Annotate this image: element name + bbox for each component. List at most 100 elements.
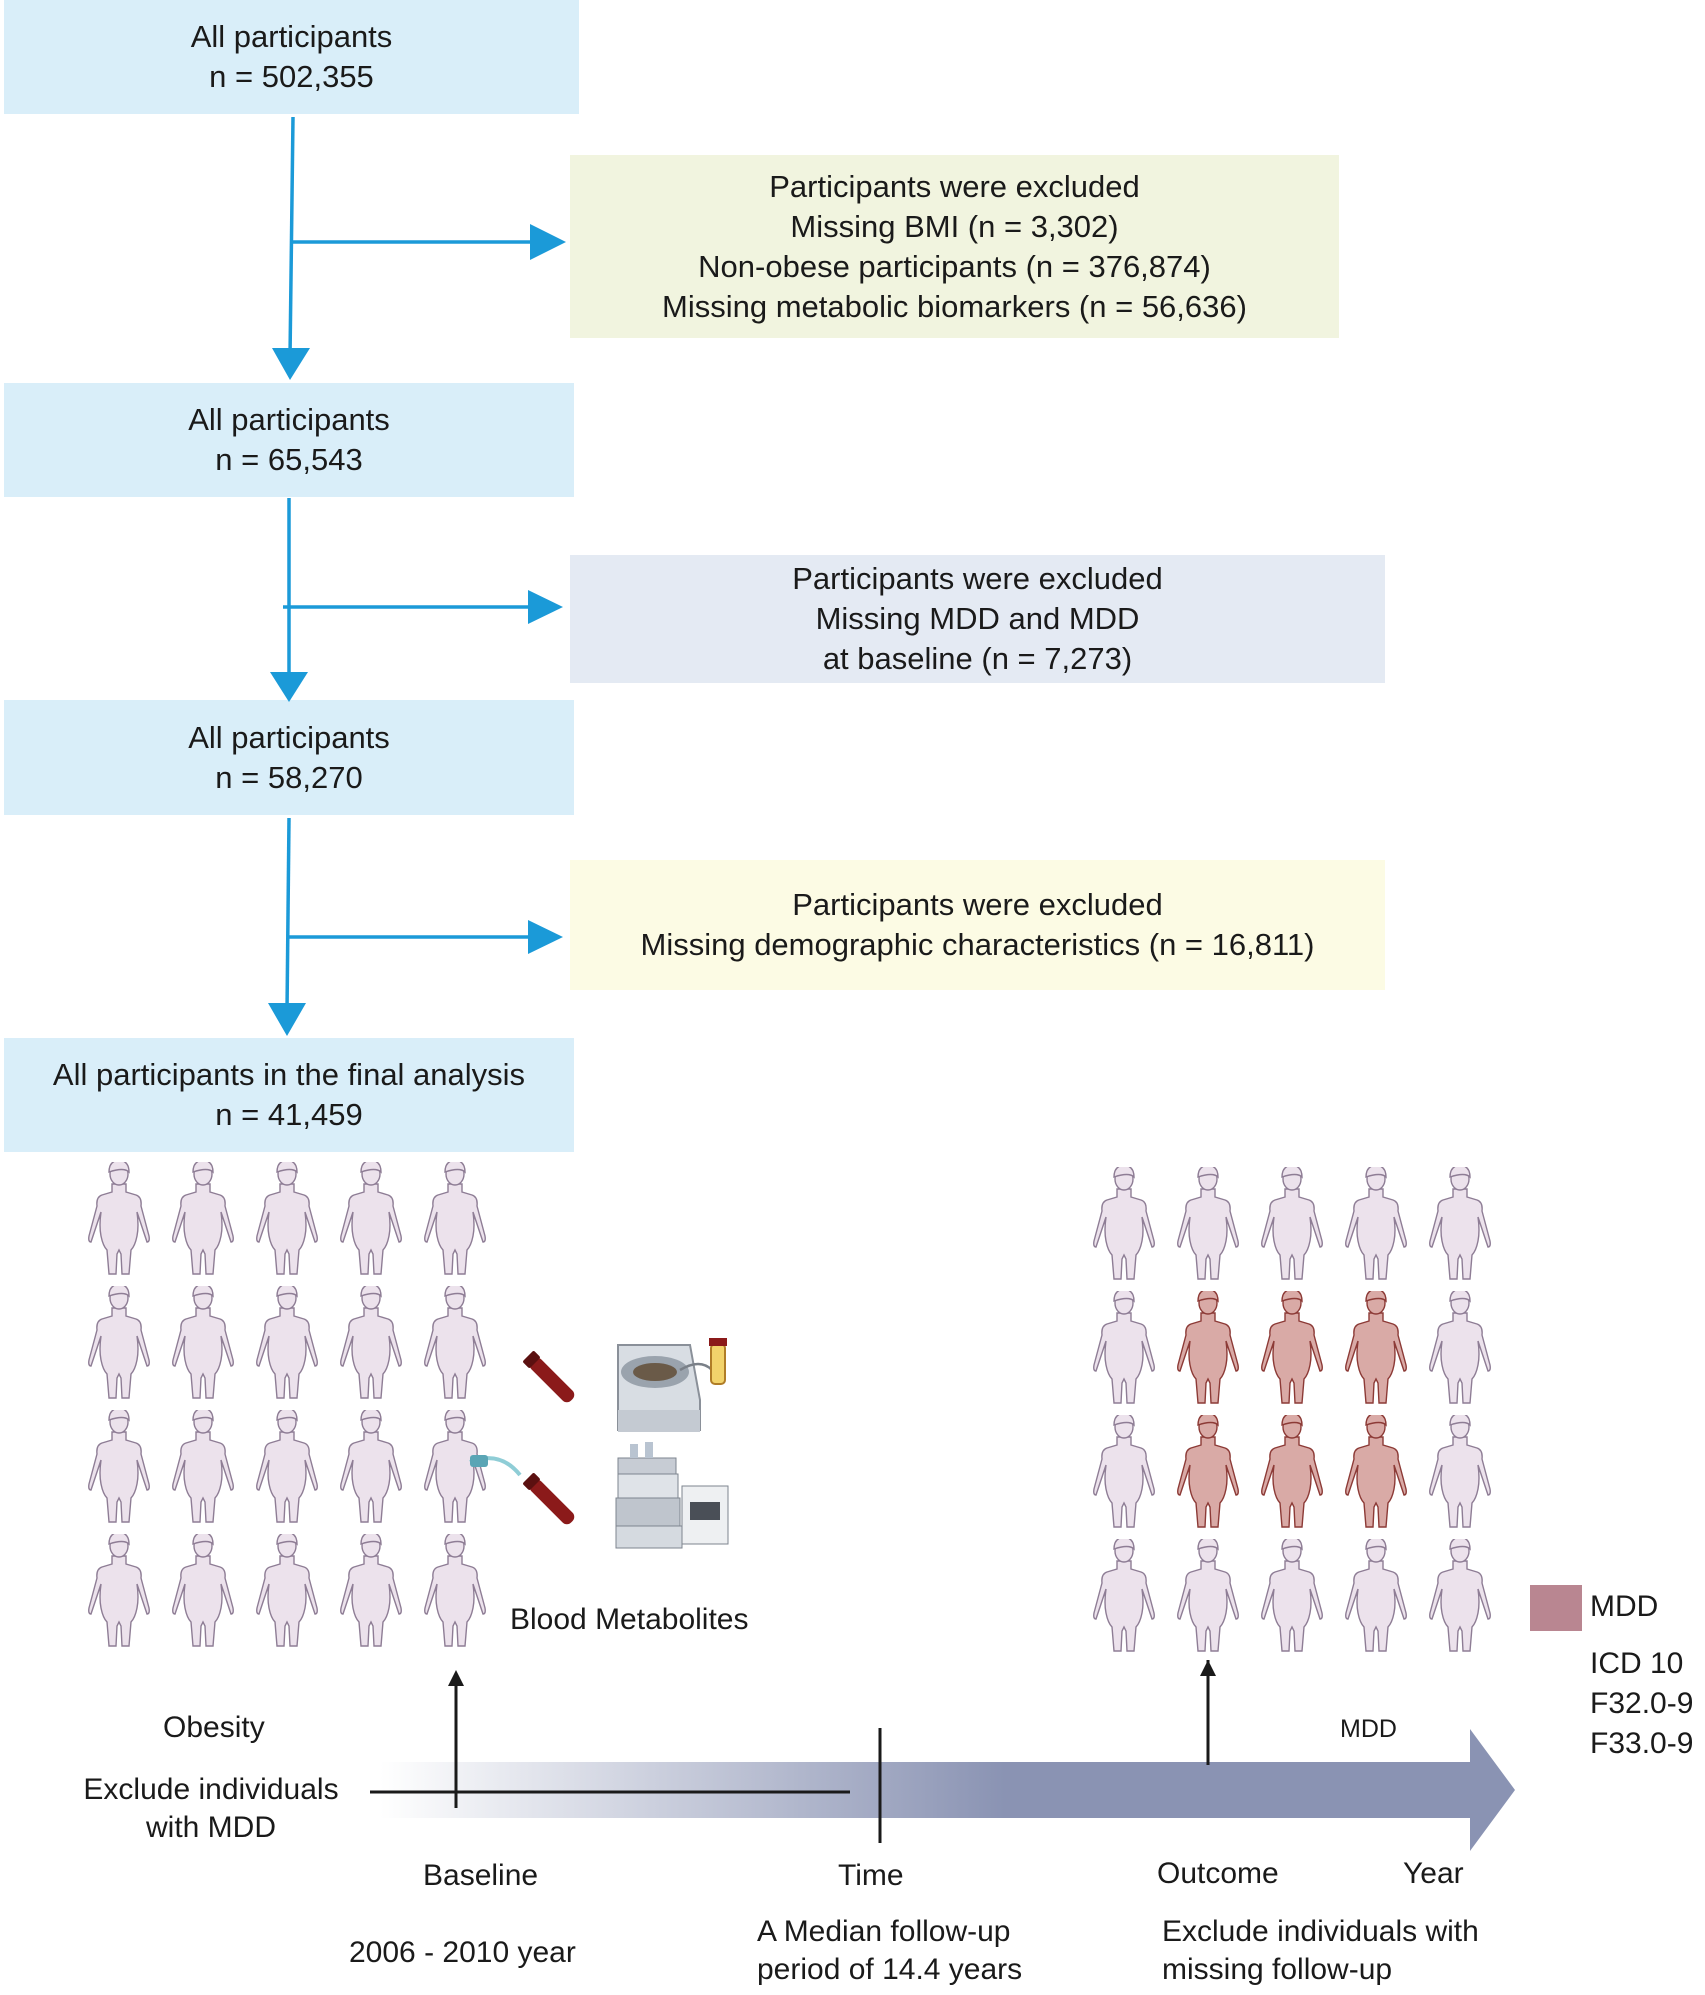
person-icon (171, 1162, 235, 1275)
flow-arrow-down-3 (285, 817, 291, 1013)
participants-box-3-count: n = 58,270 (215, 759, 363, 795)
followup-line1: A Median follow-up (757, 1915, 1011, 1948)
person-icon (171, 1286, 235, 1399)
arrowhead-down-2 (270, 672, 308, 702)
time-label: Time (838, 1859, 904, 1892)
legend-mdd-label: MDD (1590, 1590, 1659, 1623)
participants-box-2: All participants n = 65,543 (4, 383, 574, 497)
person-icon (423, 1162, 487, 1275)
timeline-arrow (370, 1660, 1515, 1851)
exclusion-box-1-title: Participants were excluded (769, 168, 1140, 204)
person-icon (87, 1410, 151, 1523)
exclusion-box-3-title: Participants were excluded (792, 887, 1163, 922)
person-icon (1260, 1539, 1324, 1652)
person-mdd-icon (1176, 1291, 1240, 1404)
exclude-mdd-line2: with MDD (145, 1811, 276, 1844)
year-label: Year (1403, 1857, 1464, 1890)
exclusion-box-2-baseline: at baseline (n = 7,273) (822, 641, 1133, 676)
legend-icd-line1: ICD 10 (1590, 1647, 1684, 1680)
person-icon (423, 1534, 487, 1647)
obesity-label: Obesity (163, 1711, 265, 1744)
exclude-followup-label: Exclude individuals with missing follow-… (1162, 1913, 1479, 1989)
arrowhead-right-1 (530, 224, 566, 260)
outcome-people-grid (1092, 1167, 1492, 1652)
participants-box-2-count: n = 65,543 (215, 442, 363, 477)
person-icon (339, 1534, 403, 1647)
person-icon (339, 1162, 403, 1275)
person-mdd-icon (1344, 1415, 1408, 1528)
person-icon (1344, 1167, 1408, 1280)
exclude-followup-line1: Exclude individuals with (1162, 1915, 1479, 1948)
participants-box-1-count: n = 502,355 (209, 59, 374, 94)
arrowhead-right-3 (528, 920, 563, 954)
person-icon (1428, 1415, 1492, 1528)
exclusion-box-2-title: Participants were excluded (792, 561, 1163, 596)
exclusion-box-1: Participants were excluded Missing BMI (… (570, 155, 1339, 338)
person-mdd-icon (1260, 1291, 1324, 1404)
arrowhead-right-2 (528, 590, 563, 624)
person-icon (87, 1534, 151, 1647)
followup-label: A Median follow-up period of 14.4 years (757, 1913, 1022, 1989)
person-mdd-icon (1176, 1415, 1240, 1528)
outcome-label: Outcome (1157, 1857, 1279, 1890)
person-icon (1092, 1539, 1156, 1652)
person-icon (171, 1410, 235, 1523)
exclusion-box-2-mdd: Missing MDD and MDD (815, 601, 1140, 636)
exclude-followup-line2: missing follow-up (1162, 1953, 1393, 1986)
participants-box-final: All participants in the final analysis n… (4, 1038, 574, 1152)
exclusion-box-3: Participants were excluded Missing demog… (570, 860, 1385, 990)
person-icon (1428, 1539, 1492, 1652)
baseline-label: Baseline (423, 1859, 539, 1892)
person-mdd-icon (1344, 1291, 1408, 1404)
exclusion-box-1-biomarkers: Missing metabolic biomarkers (n = 56,636… (662, 288, 1247, 324)
legend-icd-line2: F32.0-9 (1590, 1687, 1694, 1720)
blood-metabolites-label: Blood Metabolites (510, 1603, 749, 1636)
person-icon (87, 1162, 151, 1275)
person-icon (255, 1410, 319, 1523)
person-icon (1092, 1415, 1156, 1528)
person-icon (255, 1534, 319, 1647)
legend-icd-line3: F33.0-9 (1590, 1727, 1694, 1760)
legend-mdd-swatch (1530, 1585, 1582, 1631)
person-icon (171, 1534, 235, 1647)
arrowhead-down-1 (272, 348, 310, 380)
person-icon (1428, 1291, 1492, 1404)
person-icon (339, 1286, 403, 1399)
baseline-years-label: 2006 - 2010 year (349, 1936, 576, 1969)
person-icon (423, 1286, 487, 1399)
person-icon (1344, 1539, 1408, 1652)
participants-box-3: All participants n = 58,270 (4, 700, 574, 815)
mdd-arrow-label: MDD (1340, 1715, 1397, 1743)
exclusion-box-2: Participants were excluded Missing MDD a… (570, 555, 1385, 683)
person-icon (1260, 1167, 1324, 1280)
exclusion-box-3-demographics: Missing demographic characteristics (n =… (640, 927, 1315, 962)
baseline-people-grid (87, 1162, 487, 1647)
participants-box-final-count: n = 41,459 (215, 1097, 363, 1132)
exclude-mdd-label: Exclude individuals with MDD (70, 1771, 352, 1847)
person-mdd-icon (1260, 1415, 1324, 1528)
legend-icd-codes: ICD 10 F32.0-9 F33.0-9 (1590, 1644, 1693, 1764)
person-icon (1428, 1167, 1492, 1280)
blood-sample-illustration (469, 1338, 729, 1549)
participants-box-final-label: All participants in the final analysis (52, 1057, 526, 1092)
person-icon (1092, 1291, 1156, 1404)
exclusion-box-1-nonobese: Non-obese participants (n = 376,874) (698, 248, 1211, 284)
flow-arrow-down-1 (288, 116, 295, 359)
person-icon (339, 1410, 403, 1523)
participants-box-2-label: All participants (188, 402, 390, 437)
person-icon (87, 1286, 151, 1399)
participants-box-1-label: All participants (190, 19, 393, 54)
exclude-mdd-line1: Exclude individuals (83, 1773, 339, 1806)
followup-line2: period of 14.4 years (757, 1953, 1023, 1986)
person-icon (1092, 1167, 1156, 1280)
person-icon (255, 1286, 319, 1399)
arrowhead-down-3 (268, 1003, 306, 1036)
exclusion-box-1-bmi: Missing BMI (n = 3,302) (790, 208, 1119, 244)
person-icon (1176, 1539, 1240, 1652)
person-icon (255, 1162, 319, 1275)
participants-box-1: All participants n = 502,355 (4, 0, 579, 114)
person-icon (1176, 1167, 1240, 1280)
participants-box-3-label: All participants (188, 719, 390, 755)
